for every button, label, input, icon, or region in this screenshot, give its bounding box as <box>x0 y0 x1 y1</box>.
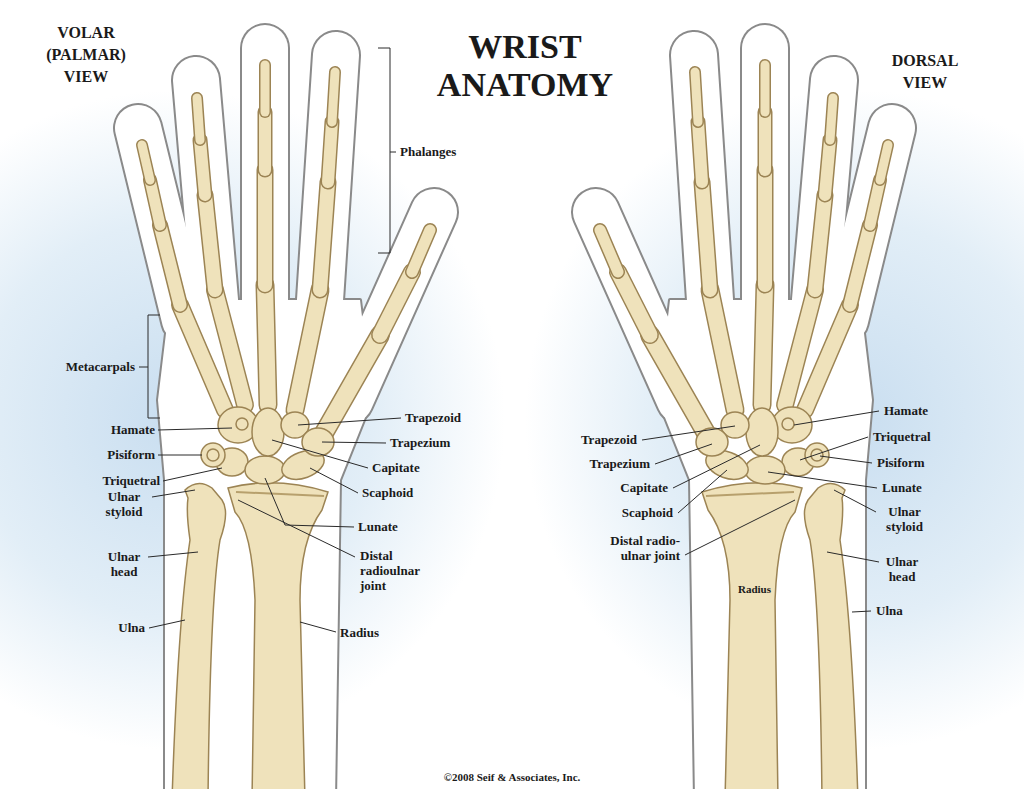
bone-label: Pisiform <box>55 447 155 462</box>
joint-label: Distal radioulnar joint <box>360 548 438 593</box>
bone-label: Triquetral <box>873 429 931 444</box>
bone-label: Radius <box>340 625 379 640</box>
bone-label: Ulnar head <box>872 554 932 584</box>
bone-label: Pisiform <box>877 455 925 470</box>
bone-label: Capitate <box>372 460 420 475</box>
bone-label: Lunate <box>358 519 398 534</box>
bone-label: Trapezium <box>390 435 450 450</box>
bone-label: Trapezoid <box>405 410 461 425</box>
diagram-title: WRIST ANATOMY <box>432 28 618 104</box>
bone-label: Trapezium <box>540 456 650 471</box>
bone-label: Radius <box>737 583 772 596</box>
bracket-label: Phalanges <box>400 144 456 159</box>
bone-label: Ulnar styloid <box>872 504 937 534</box>
copyright-note: ©2008 Seif & Associates, Inc. <box>312 770 712 784</box>
bone-label: Trapezoid <box>530 432 637 447</box>
bone-label: Scaphoid <box>362 485 413 500</box>
bone-label: Hamate <box>884 403 928 418</box>
bone-label: Hamate <box>55 422 155 437</box>
bone-label: Triquetral <box>60 473 160 488</box>
bone-label: Ulnar head <box>94 549 154 579</box>
bone-label: Lunate <box>882 480 922 495</box>
bone-label: Ulna <box>876 603 903 618</box>
bone-label: Ulnar styloid <box>89 489 159 519</box>
joint-label: Distal radio-ulnar joint <box>580 533 680 563</box>
bone-label: Capitate <box>560 480 668 495</box>
view-title: DORSAL VIEW <box>880 50 970 94</box>
bracket-label: Metacarpals <box>20 359 135 374</box>
view-title: VOLAR (PALMAR) VIEW <box>44 22 128 88</box>
bone-label: Ulna <box>95 620 145 635</box>
bone-label: Scaphoid <box>563 505 673 520</box>
